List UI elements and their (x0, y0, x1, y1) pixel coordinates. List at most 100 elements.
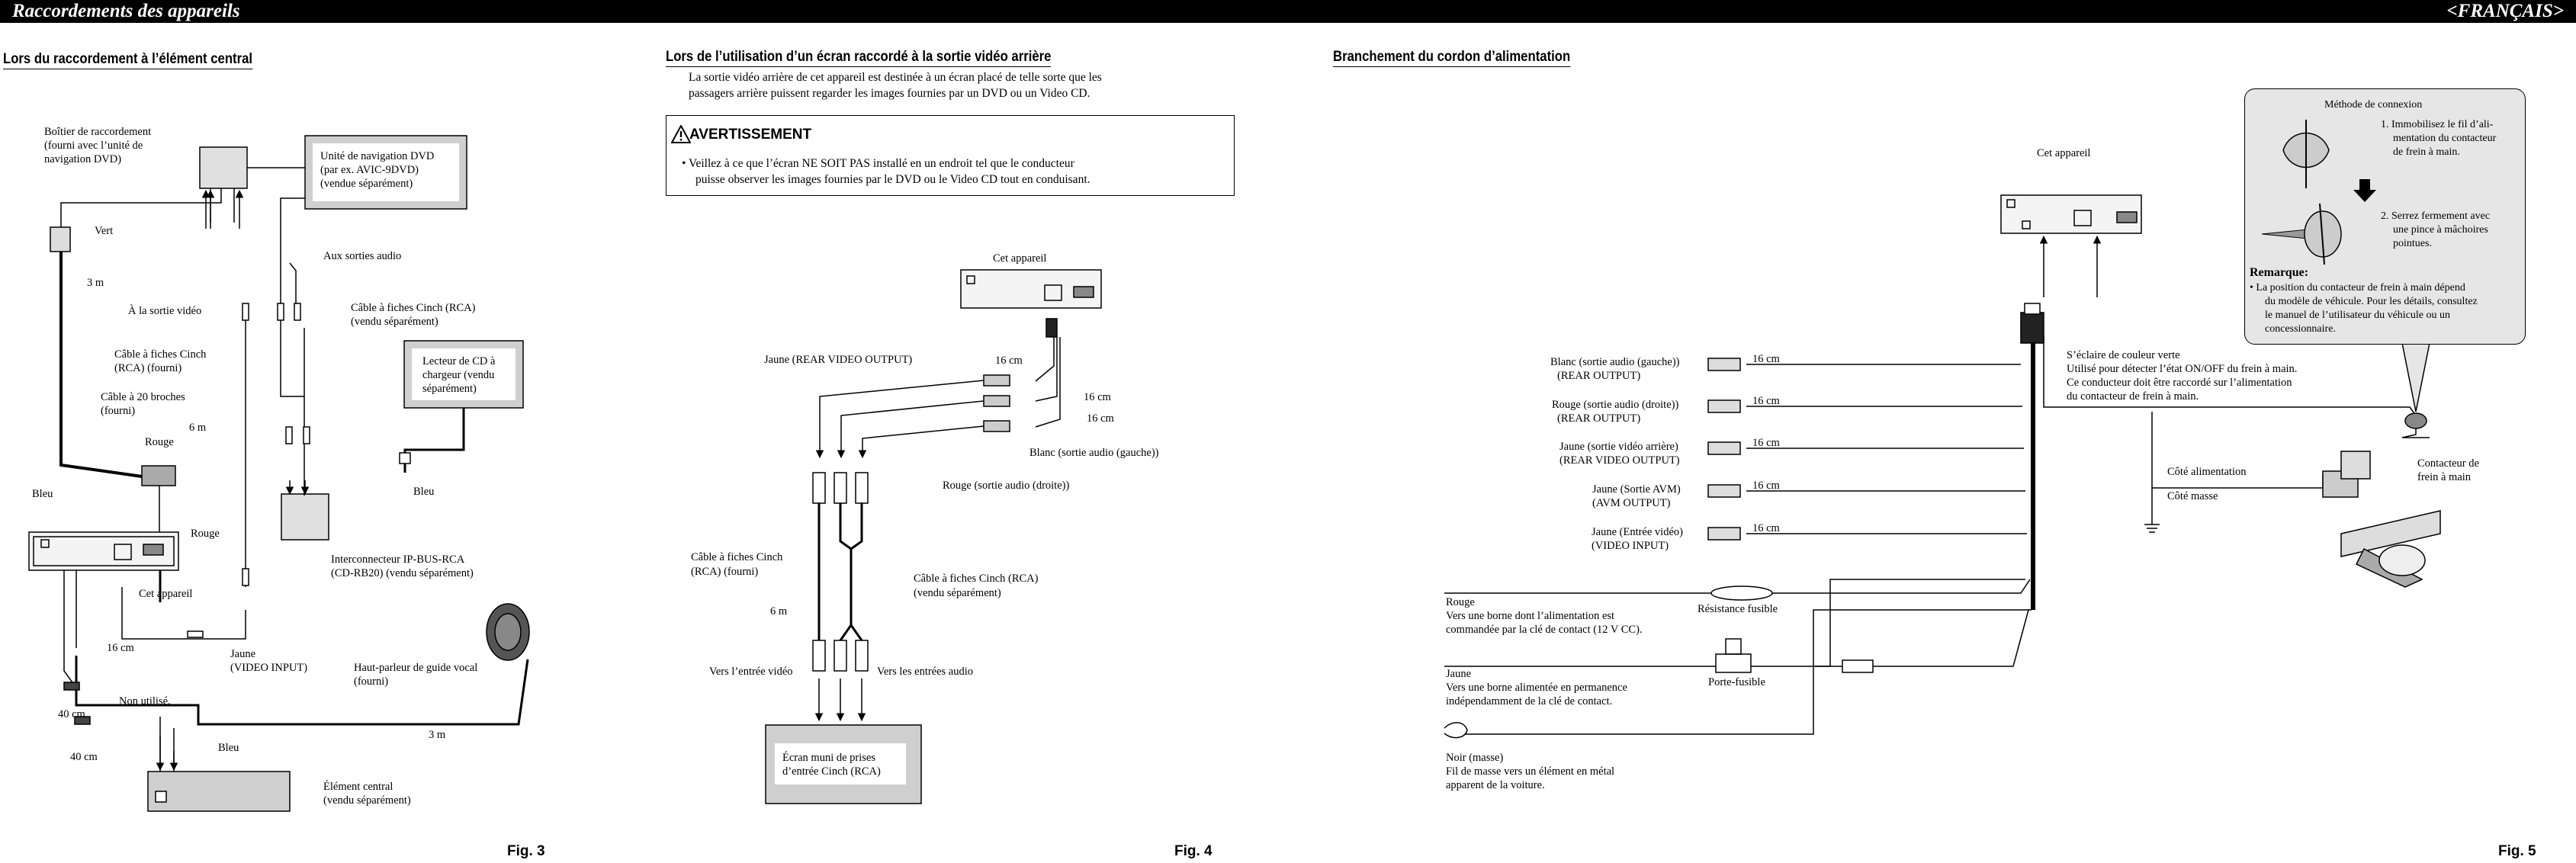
callout-step1: 1. Immobilisez le fil d’ali- mentation d… (2381, 118, 2496, 159)
label-cote-alim: Côté alimentation (2167, 466, 2247, 478)
label-vers-audio: Vers les entrées audio (877, 666, 973, 678)
label-cet-appareil: Cet appareil (139, 588, 192, 600)
callout-step-line: une pince à mâchoires (2393, 224, 2488, 236)
label-len: 3 m (87, 277, 104, 289)
label-element-central: (vendu séparément) (323, 794, 411, 807)
callout-note-line: du modèle de véhicule. Pour les détails,… (2265, 296, 2478, 307)
fig3-labels: Boîtier de raccordement (fourni avec l’u… (32, 126, 496, 807)
label-rouge: Rouge (145, 436, 174, 448)
label-boitier: Boîtier de raccordement (44, 126, 151, 138)
label-len: 16 cm (995, 355, 1023, 367)
warning-line: • Veillez à ce que l’écran NE SOIT PAS i… (682, 157, 1074, 170)
callout-note-line: le manuel de l’utilisateur du véhicule o… (2265, 310, 2450, 321)
callout-remarque: Remarque: (2250, 266, 2309, 279)
label-len: 16 cm (1752, 437, 1781, 449)
label-cable-vendu: (vendu séparément) (351, 316, 438, 328)
label-rouge: Rouge (191, 528, 220, 540)
fig5-section-title: Branchement du cordon d’alimentation (1333, 49, 1571, 67)
label-jaune-video: Jaune (230, 648, 255, 660)
label-len: 6 m (189, 422, 207, 434)
label-vers-video: Vers l’entrée vidéo (709, 666, 793, 678)
label-interconnecteur: Interconnecteur IP-BUS-RCA (331, 553, 465, 566)
callout-step-line: de frein à main. (2393, 146, 2460, 158)
label-jaune-avm: Jaune (Sortie AVM) (1592, 483, 1681, 496)
callout-step2: 2. Serrez fermement avec une pince à mâc… (2381, 210, 2490, 251)
fuse-resistor (1710, 585, 1773, 601)
label-len: 40 cm (70, 751, 98, 763)
label-contacteur: Contacteur de (2417, 457, 2479, 470)
label-cd-changer: séparément) (422, 383, 477, 395)
label-rouge: (REAR OUTPUT) (1557, 412, 1640, 425)
label-blanc: Blanc (sortie audio (gauche)) (1029, 447, 1159, 459)
arrow-down-icon (2353, 179, 2376, 202)
label-cable-vendu: Câble à fiches Cinch (RCA) (351, 302, 476, 314)
label-cet-appareil: Cet appareil (2037, 147, 2090, 159)
label-cable-fourni: (RCA) (fourni) (114, 362, 181, 374)
label-nav-unit: (par ex. AVIC-9DVD) (320, 164, 419, 176)
label-boitier: (fourni avec l’unité de (44, 140, 143, 152)
label-cable-fourni: Câble à fiches Cinch (691, 551, 783, 563)
callout-note-line: concessionnaire. (2265, 323, 2336, 335)
label-cable-fourni: Câble à fiches Cinch (114, 348, 207, 361)
label-len: 16 cm (1087, 412, 1115, 425)
label-cable-vendu: Câble à fiches Cinch (RCA) (914, 573, 1039, 585)
label-len: 16 cm (1752, 480, 1781, 492)
label-len: 3 m (429, 729, 446, 741)
label-blanc: (REAR OUTPUT) (1557, 370, 1640, 382)
label-boitier: navigation DVD) (44, 153, 121, 165)
fig3-section-title: Lors du raccordement à l’élément central (3, 51, 253, 69)
warning-title: AVERTISSEMENT (689, 127, 812, 143)
label-jaune-power: indépendamment de la clé de contact. (1446, 695, 1612, 707)
callout-remarque-text: • La position du contacteur de frein à m… (2250, 281, 2478, 336)
label-aux-sorties: Aux sorties audio (323, 250, 401, 262)
label-haut-parleur: Haut-parleur de guide vocal (354, 662, 477, 674)
label-len: 40 cm (58, 708, 86, 720)
label-len: 16 cm (1752, 522, 1781, 534)
label-contacteur: frein à main (2417, 471, 2472, 483)
label-jaune-rear: Jaune (sortie vidéo arrière) (1559, 441, 1678, 453)
callout-step-line: mentation du contacteur (2393, 133, 2497, 144)
label-vert-text: S’éclaire de couleur verte (2067, 349, 2180, 361)
pliers-icon (2262, 204, 2342, 265)
fig5-labels: Cet appareil Blanc (sortie audio (gauche… (1446, 147, 2479, 791)
fig4-diagram (765, 269, 1102, 804)
label-blanc: Blanc (sortie audio (gauche)) (1550, 356, 1680, 368)
label-vert-text: du contacteur de frein à main. (2067, 390, 2199, 403)
fig3-label: Fig. 3 (507, 843, 545, 859)
label-cable-vendu: (vendu séparément) (914, 587, 1001, 599)
label-jaune-rear: Jaune (REAR VIDEO OUTPUT) (764, 354, 912, 366)
fig4-intro: La sortie vidéo arrière de cet appareil … (689, 69, 1102, 101)
label-sortie-video: À la sortie vidéo (128, 304, 201, 317)
junction-box (199, 146, 248, 189)
callout-step-line: pointues. (2393, 238, 2432, 249)
page-header: Raccordements des appareils <FRANÇAIS> (0, 0, 2576, 23)
handbrake-switch (2322, 470, 2359, 498)
interconnector-box (281, 493, 329, 541)
callout-step-line: 1. Immobilisez le fil d’ali- (2381, 119, 2494, 130)
label-rouge-power: Rouge (1446, 596, 1475, 608)
label-bleu: Bleu (218, 742, 239, 754)
label-cet-appareil: Cet appareil (993, 252, 1046, 265)
label-interconnecteur: (CD-RB20) (vendu séparément) (331, 567, 474, 579)
label-len: 16 cm (107, 642, 135, 654)
fig4-section-title: Lors de l’utilisation d’un écran raccord… (666, 49, 1052, 67)
connection-method-callout: Méthode de connexion 1. Immobilisez le f… (2244, 88, 2526, 345)
callout-title: Méthode de connexion (2324, 99, 2423, 111)
label-non-utilise: Non utilisé. (119, 695, 171, 707)
fig4-labels: Cet appareil Jaune (REAR VIDEO OUTPUT) 1… (691, 252, 1159, 778)
label-cable-20: Câble à 20 broches (101, 391, 185, 403)
fig4-label: Fig. 4 (1174, 843, 1213, 859)
warning-line: puisse observer les images fournies par … (695, 173, 1090, 186)
label-cote-masse: Côté masse (2167, 490, 2218, 502)
label-rouge: Rouge (sortie audio (droite)) (1552, 399, 1678, 411)
label-cable-20: (fourni) (101, 405, 135, 417)
label-jaune-video: (VIDEO INPUT) (230, 662, 307, 674)
label-jaune-rear: (REAR VIDEO OUTPUT) (1559, 454, 1680, 467)
label-resistance: Résistance fusible (1698, 603, 1778, 615)
fig4-intro-line: La sortie vidéo arrière de cet appareil … (689, 71, 1102, 84)
callout-note-line: • La position du contacteur de frein à m… (2250, 282, 2465, 294)
label-vert-text: Ce conducteur doit être raccordé sur l’a… (2067, 377, 2292, 389)
label-len: 16 cm (1752, 353, 1781, 365)
label-ecran: d’entrée Cinch (RCA) (782, 765, 881, 778)
